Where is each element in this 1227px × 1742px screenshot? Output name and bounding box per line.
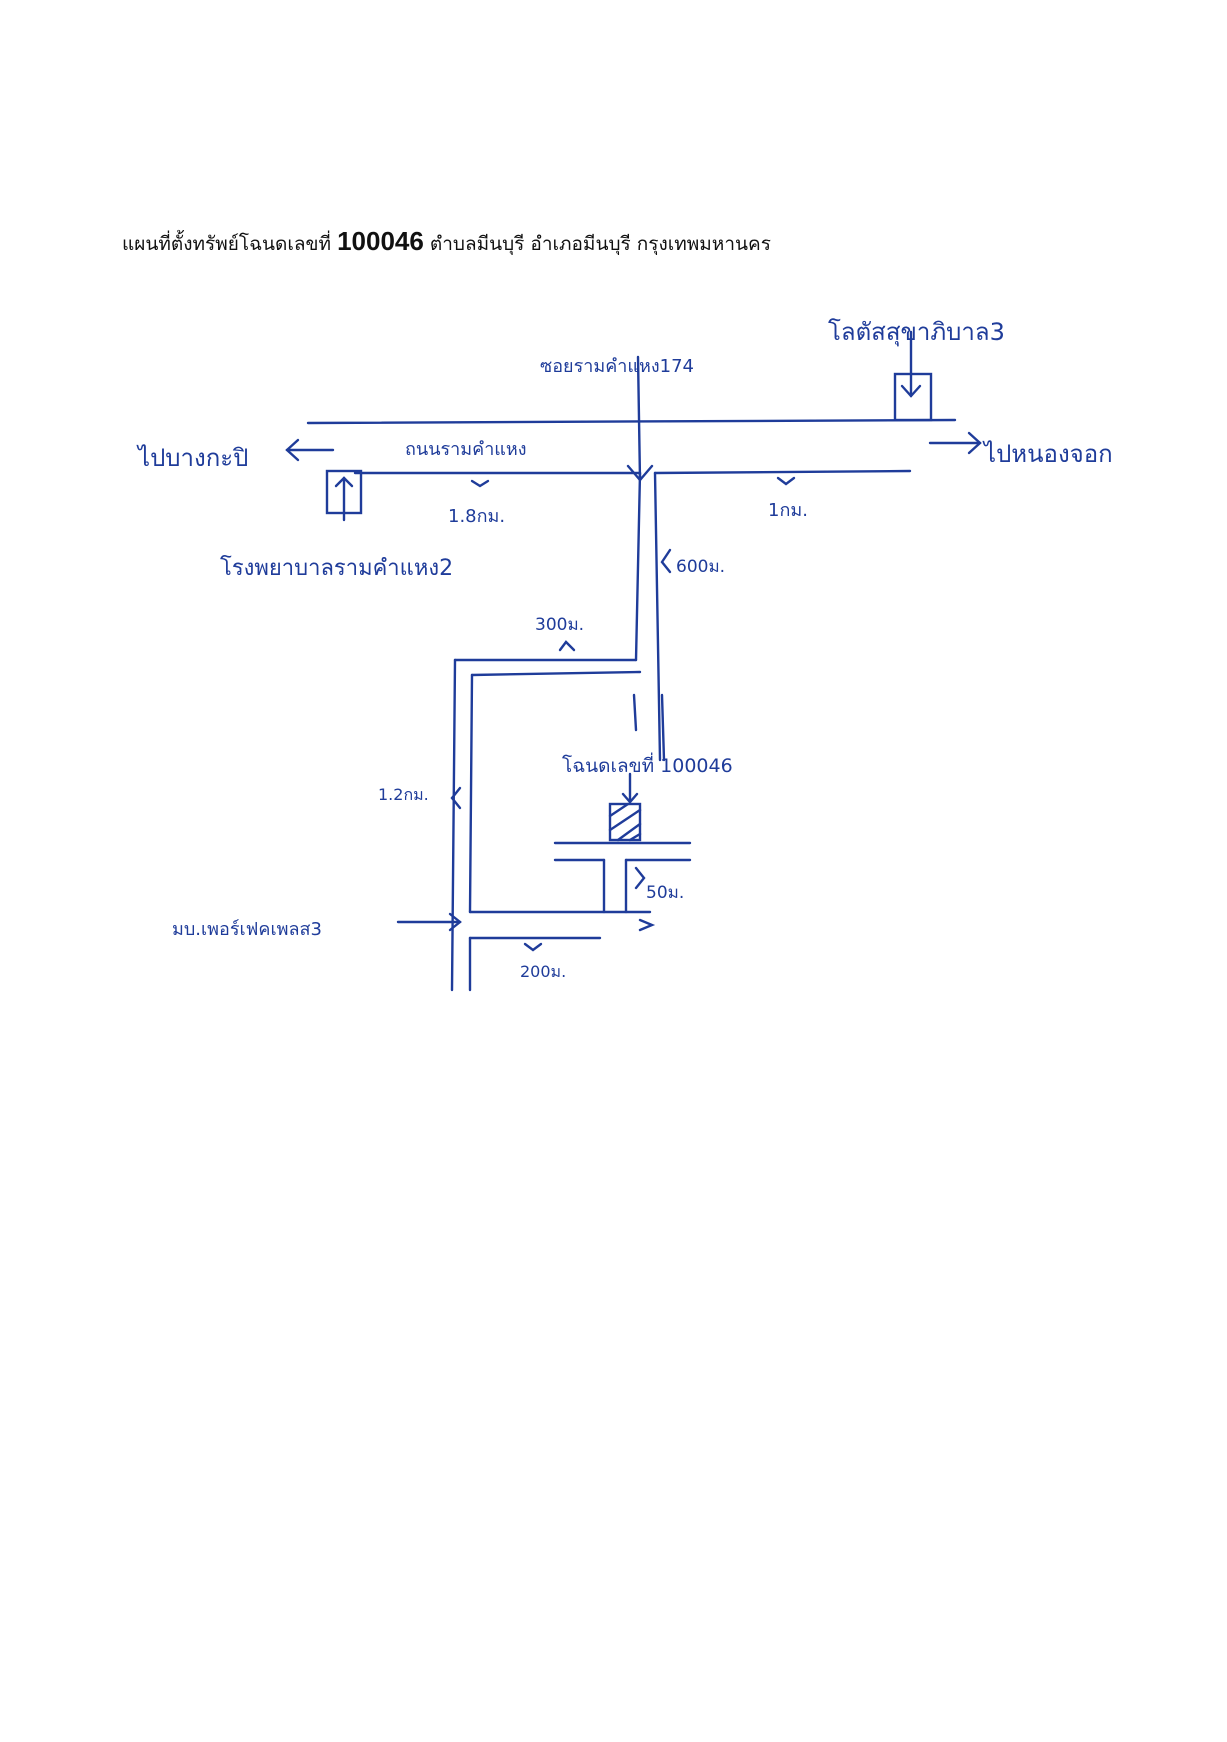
title-prefix: แผนที่ตั้งทรัพย์โฉนดเลขที่	[122, 233, 332, 255]
soi-road	[626, 355, 666, 762]
label-to-east: ไปหนองจอก	[982, 440, 1113, 468]
label-dist-12: 1.2กม.	[378, 785, 429, 804]
label-hospital: โรงพยาบาลรามคำแหง2	[220, 555, 453, 581]
main-road	[306, 418, 957, 475]
label-main-road: ถนนรามคำแหง	[405, 439, 527, 460]
east-arrow-icon	[928, 431, 982, 455]
west-arrow-icon	[285, 438, 335, 462]
label-dist-300: 300ม.	[535, 615, 584, 635]
label-dist-soi: 600ม.	[676, 557, 725, 577]
deed-parcel	[608, 772, 642, 842]
title-location: ตำบลมีนบุรี อำเภอมีนบุรี กรุงเทพมหานคร	[429, 233, 771, 255]
label-dist-east: 1กม.	[768, 500, 808, 521]
label-dist-west: 1.8กม.	[448, 506, 505, 527]
hospital-marker	[325, 469, 363, 522]
title-deed-number: 100046	[337, 226, 424, 256]
village-arrow-icon	[396, 912, 462, 932]
label-lotus: โลตัสสุขาภิบาล3	[828, 318, 1005, 347]
page-title: แผนที่ตั้งทรัพย์โฉนดเลขที่ 100046 ตำบลมี…	[122, 226, 771, 259]
deed-lane	[553, 841, 692, 914]
label-soi: ซอยรามคำแหง174	[540, 356, 694, 377]
label-village: มบ.เพอร์เฟคเพลส3	[172, 919, 322, 940]
label-deed: โฉนดเลขที่ 100046	[562, 752, 733, 777]
dimension-marks	[450, 476, 796, 952]
lotus-marker	[893, 330, 933, 422]
side-road	[450, 658, 656, 992]
label-dist-200: 200ม.	[520, 962, 566, 981]
label-dist-50: 50ม.	[646, 883, 684, 903]
label-to-west: ไปบางกะปิ	[136, 444, 248, 472]
